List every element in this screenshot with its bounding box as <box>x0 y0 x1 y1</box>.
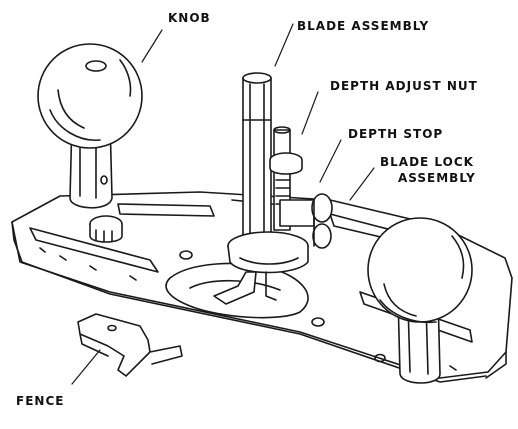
left-knob <box>37 43 143 209</box>
fence-leader <box>71 349 101 385</box>
knob-leader <box>141 29 163 63</box>
depth-adjust-nut-leader <box>301 91 319 135</box>
fence-label: FENCE <box>16 394 65 408</box>
blade-lock-assembly <box>279 193 333 249</box>
blade-lock-label-line2: ASSEMBLY <box>398 171 476 185</box>
blade-lock-leader <box>349 167 375 201</box>
blade-lock-label-line1: BLADE LOCK <box>380 155 474 169</box>
right-knob <box>367 217 473 384</box>
blade-collar <box>227 231 309 274</box>
blade-assembly <box>242 72 272 257</box>
blade-assembly-leader <box>274 23 294 67</box>
depth-adjust-nut-label: DEPTH ADJUST NUT <box>330 79 478 93</box>
leader-lines <box>71 23 375 385</box>
blade <box>213 271 277 305</box>
depth-stop-leader <box>319 139 342 183</box>
plate-lock-knob <box>89 215 123 243</box>
knob-label: KNOB <box>168 11 211 25</box>
blade-assembly-label: BLADE ASSEMBLY <box>297 19 430 33</box>
depth-stop-label: DEPTH STOP <box>348 127 444 141</box>
fence <box>77 313 183 377</box>
